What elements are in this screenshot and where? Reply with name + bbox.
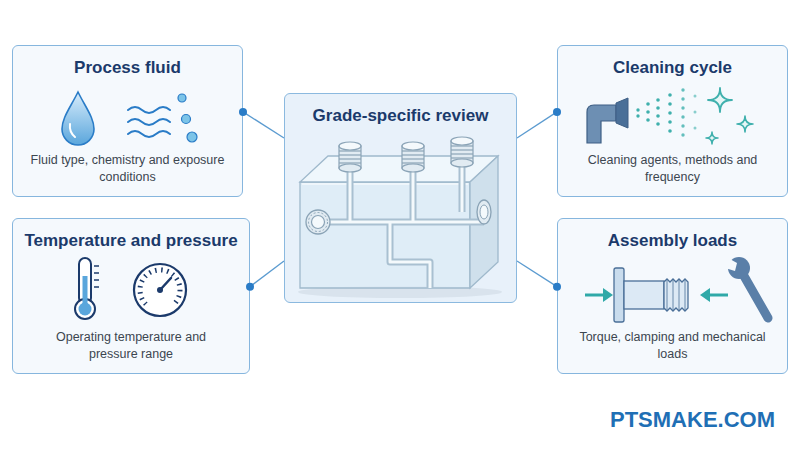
panel-heading: Cleaning cycle bbox=[613, 57, 732, 78]
panel-heading: Process fluid bbox=[74, 57, 181, 78]
manifold-illustration bbox=[298, 137, 502, 298]
connector-dot bbox=[239, 108, 247, 116]
connector-dot bbox=[246, 283, 254, 291]
fluid-icon bbox=[62, 92, 197, 145]
panel-heading: Grade-specific review bbox=[313, 105, 489, 126]
connector-line bbox=[250, 261, 284, 287]
spray-icon bbox=[587, 88, 753, 144]
connector-dot bbox=[553, 283, 561, 291]
topic-panel: Cleaning cycleCleaning agents, methods a… bbox=[557, 45, 788, 197]
connector-line bbox=[517, 261, 557, 287]
panel-description: Fluid type, chemistry and exposure condi… bbox=[28, 152, 228, 187]
panel-description: Torque, clamping and mechanical loads bbox=[573, 329, 773, 364]
bolt-icon bbox=[585, 268, 728, 322]
watermark: PTSMAKE.COM bbox=[610, 407, 775, 433]
connector-line bbox=[517, 112, 557, 138]
connector-line bbox=[243, 112, 284, 138]
topic-panel: Process fluidFluid type, chemistry and e… bbox=[12, 45, 243, 197]
thermometer-icon bbox=[75, 258, 99, 319]
topic-panel: Temperature and pressureOperating temper… bbox=[12, 218, 250, 374]
connector-dots bbox=[239, 108, 561, 291]
review-panel: Grade-specific review bbox=[284, 93, 517, 303]
panel-heading: Assembly loads bbox=[608, 230, 737, 251]
connector-dot bbox=[553, 108, 561, 116]
panel-heading: Temperature and pressure bbox=[24, 230, 237, 251]
panel-description: Operating temperature and pressure range bbox=[31, 329, 231, 364]
topic-panel: Assembly loadsTorque, clamping and mecha… bbox=[557, 218, 788, 374]
wrench-icon bbox=[725, 257, 768, 318]
panel-description: Cleaning agents, methods and frequency bbox=[573, 152, 773, 187]
watermark-holder: PTSMAKE.COM bbox=[610, 407, 775, 433]
gauge-icon bbox=[134, 264, 186, 316]
